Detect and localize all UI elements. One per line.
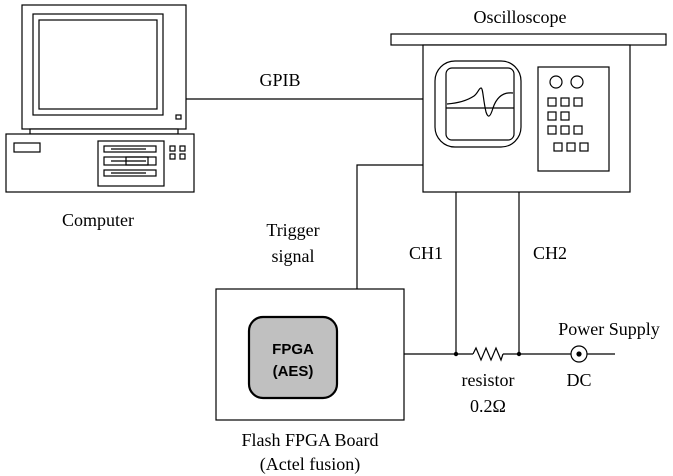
pc-button xyxy=(13,142,41,153)
trigger-label-line2: signal xyxy=(272,246,315,266)
resistor-symbol xyxy=(472,346,504,362)
board-label-line1: Flash FPGA Board xyxy=(241,430,378,450)
dc-label: DC xyxy=(566,370,591,390)
monitor-stand xyxy=(29,128,179,135)
oscilloscope xyxy=(390,33,667,193)
pc-case xyxy=(5,133,195,193)
ch2-label: CH2 xyxy=(533,243,567,263)
computer xyxy=(5,4,195,193)
computer-label: Computer xyxy=(62,210,134,230)
board-label-line2: (Actel fusion) xyxy=(260,454,360,475)
gpib-label: GPIB xyxy=(259,70,300,90)
fpga-chip xyxy=(247,315,339,400)
ch2-junction xyxy=(516,351,522,357)
resistor-label: resistor xyxy=(462,370,515,390)
resistor-value-label: 0.2Ω xyxy=(470,396,506,416)
fpga-chip-label-line2: (AES) xyxy=(273,363,314,380)
ch1-label: CH1 xyxy=(409,243,443,263)
oscilloscope-control-panel xyxy=(537,66,610,172)
wires xyxy=(186,98,615,363)
knob-1 xyxy=(549,75,563,89)
waveform xyxy=(446,87,514,117)
monitor-power-led xyxy=(175,114,182,120)
oscilloscope-top-panel xyxy=(390,33,667,46)
fpga-board: FPGA (AES) xyxy=(215,288,405,421)
knob-2 xyxy=(570,75,584,89)
monitor-screen xyxy=(32,13,164,116)
power-supply-label: Power Supply xyxy=(558,319,660,339)
trigger-label-line1: Trigger xyxy=(266,220,319,240)
ch1-junction xyxy=(453,351,459,357)
trigger-wire xyxy=(356,164,423,289)
fpga-chip-label-line1: FPGA xyxy=(272,341,314,358)
oscilloscope-label: Oscilloscope xyxy=(474,7,567,27)
drive-bay xyxy=(97,140,165,187)
